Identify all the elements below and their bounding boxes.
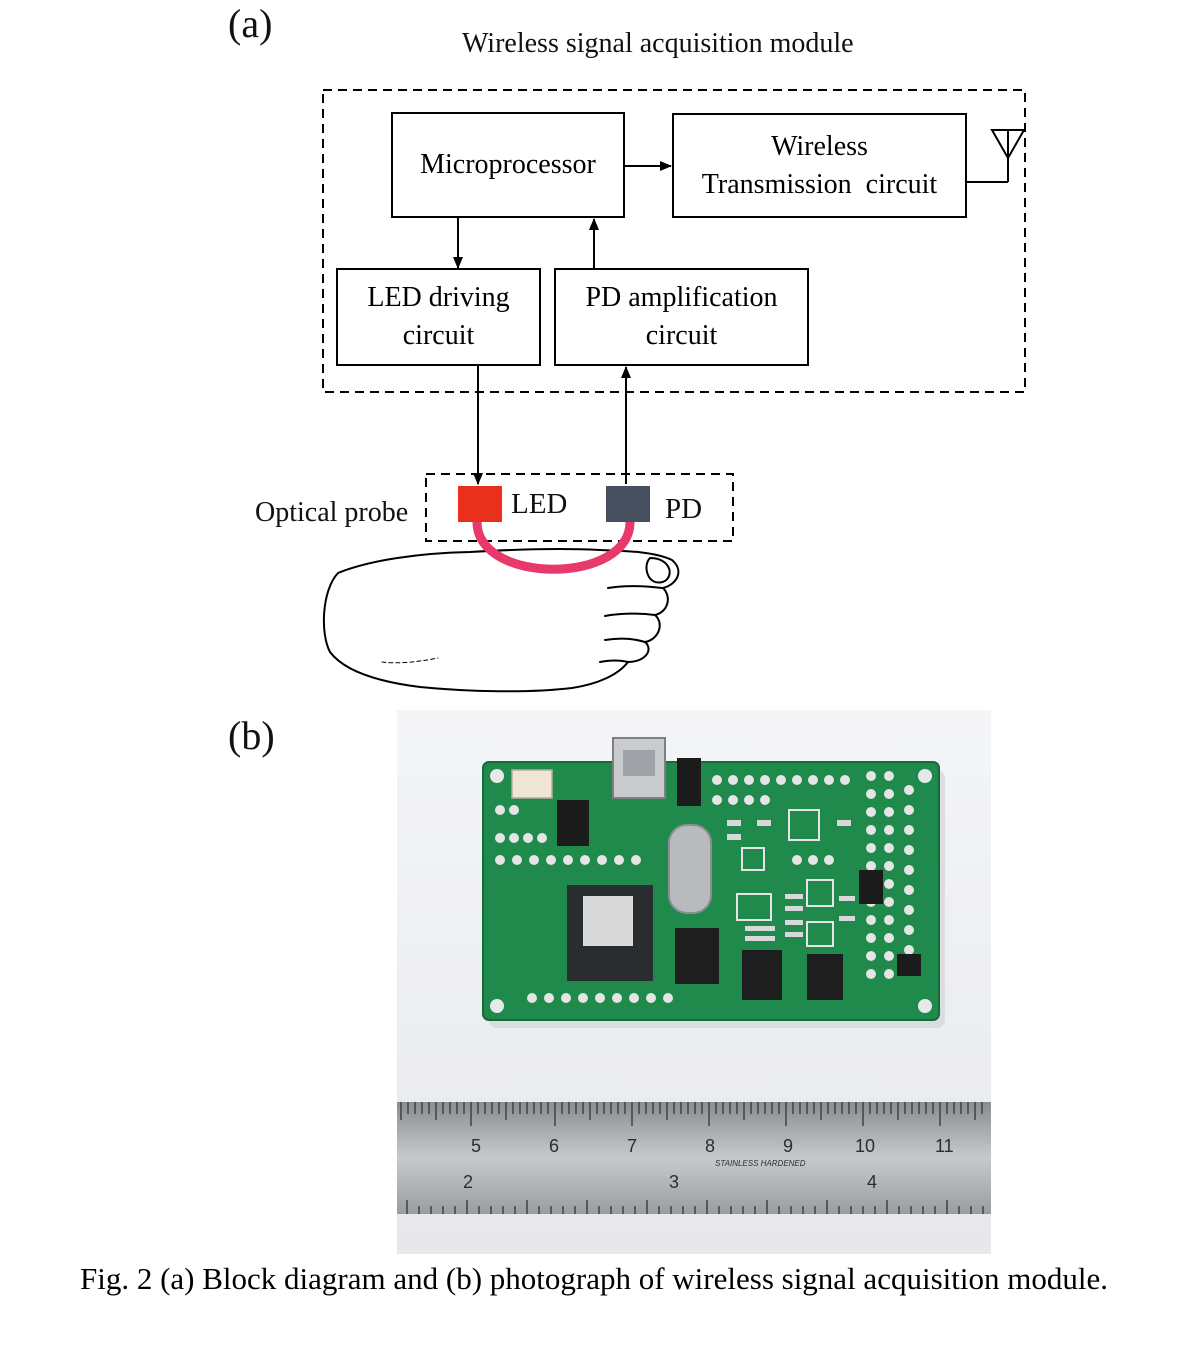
led-label: LED — [511, 488, 568, 520]
module-title: Wireless signal acquisition module — [462, 28, 854, 59]
panel-a-label: (a) — [228, 1, 273, 46]
pd-square — [606, 486, 650, 522]
light-path-arc — [472, 517, 635, 574]
ruler-number: 6 — [549, 1136, 559, 1156]
ruler-number: 11 — [935, 1136, 954, 1156]
ruler-number: 3 — [669, 1172, 679, 1192]
ruler-number: 9 — [783, 1136, 793, 1156]
circuit-board-photo: 5 6 7 8 9 10 11 2 3 4 STAINLESS HARDENED — [397, 710, 991, 1254]
circuit-board-illustration: 5 6 7 8 9 10 11 2 3 4 STAINLESS HARDENED — [397, 710, 991, 1254]
panel-b-label: (b) — [228, 713, 275, 758]
module-boundary — [322, 89, 1026, 393]
wireless-transmission-block: Wireless Transmission circuit — [672, 113, 967, 218]
microprocessor-label: Microprocessor — [420, 149, 596, 180]
microprocessor-block: Microprocessor — [391, 112, 625, 218]
optical-probe-label: Optical probe — [255, 497, 409, 528]
ruler — [397, 1102, 991, 1214]
power-connector — [511, 769, 553, 799]
ruler-number: 4 — [867, 1172, 877, 1192]
optical-probe-boundary — [425, 473, 734, 542]
ruler-ticks — [400, 1102, 984, 1214]
led-square — [458, 486, 502, 522]
foot-icon — [322, 547, 680, 693]
pd-amplification-block: PD amplification circuit — [554, 268, 809, 366]
wireless-label-line1: Wireless — [771, 130, 868, 162]
ruler-number: 2 — [463, 1172, 473, 1192]
led-driving-label-line2: circuit — [402, 320, 475, 351]
pd-amplification-label-line1: PD amplification — [585, 282, 778, 313]
ruler-number: 8 — [705, 1136, 715, 1156]
ic-chip-1 — [675, 928, 719, 984]
led-driving-block: LED driving circuit — [336, 268, 541, 366]
ruler-number: 7 — [627, 1136, 637, 1156]
wireless-label-line2: Transmission circuit — [701, 168, 938, 200]
led-driving-label-line1: LED driving — [367, 282, 510, 313]
ruler-brand-text: STAINLESS HARDENED — [715, 1159, 806, 1168]
crystal-oscillator — [668, 824, 712, 914]
block-diagram-graphics — [322, 89, 1026, 693]
figure-caption: Fig. 2 (a) Block diagram and (b) photogr… — [80, 1261, 1108, 1296]
pd-label: PD — [665, 493, 703, 525]
ic-chip-2 — [742, 950, 782, 1000]
pd-amplification-label-line2: circuit — [645, 320, 718, 351]
ic-chip-3 — [807, 954, 843, 1000]
antenna-icon — [967, 129, 1026, 183]
ruler-number: 5 — [471, 1136, 481, 1156]
ruler-number: 10 — [855, 1136, 875, 1156]
